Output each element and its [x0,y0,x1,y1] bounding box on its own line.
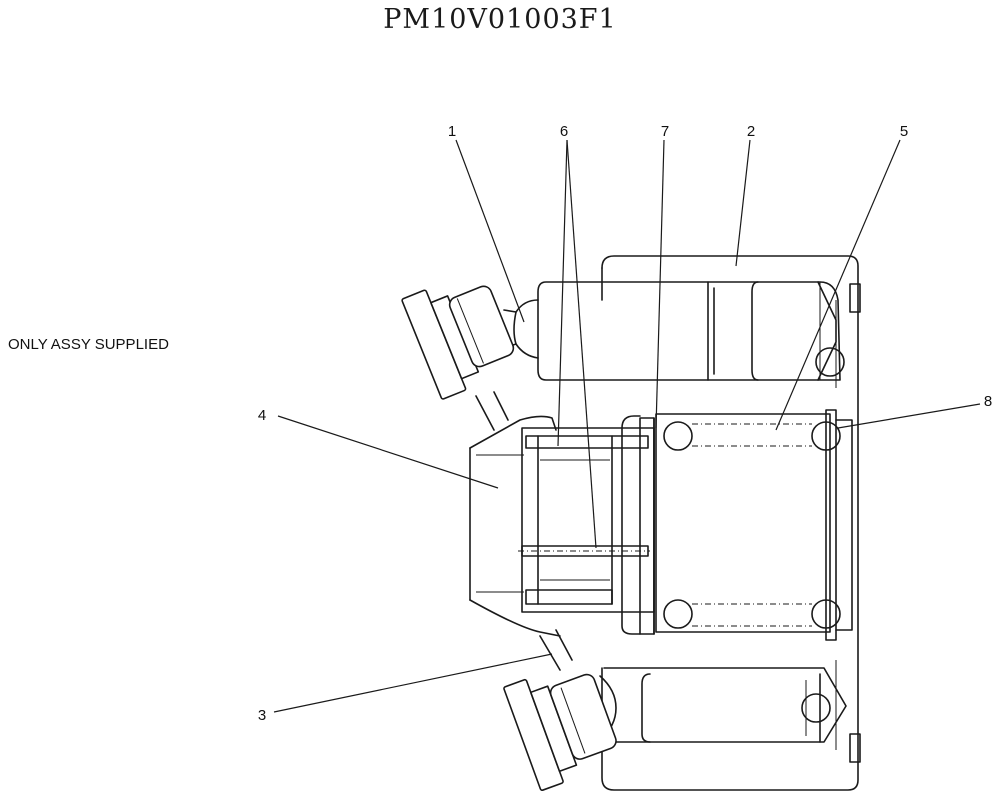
lower-piston [599,667,847,743]
spring-cylinder [655,409,853,641]
callout-2: 2 [747,123,755,140]
assembly-note: ONLY ASSY SUPPLIED [8,336,169,353]
leader-lines [273,139,981,713]
callout-4: 4 [258,407,266,424]
callout-7: 7 [661,123,669,140]
lower-shoe [503,673,617,791]
swash-plate [469,415,561,637]
callout-5: 5 [900,123,908,140]
upper-shoe [401,285,515,400]
upper-piston [503,281,845,381]
callout-1: 1 [448,123,456,140]
cylinder-block [518,415,655,635]
drawing-number: PM10V01003F1 [383,4,617,35]
callout-8: 8 [984,393,992,410]
callout-3: 3 [258,707,266,724]
callout-6: 6 [560,123,568,140]
housing [601,255,861,791]
